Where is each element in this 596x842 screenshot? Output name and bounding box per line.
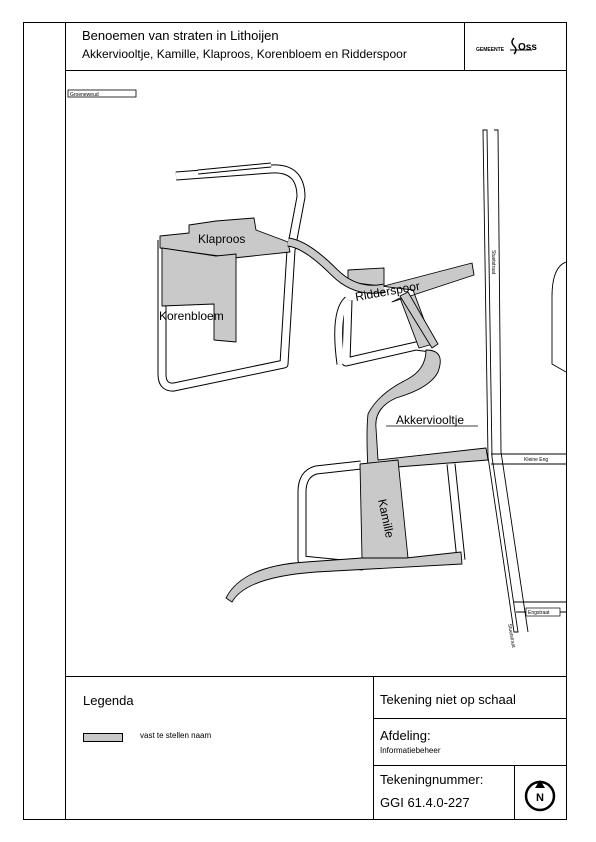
korenbloem-loop-inner: [158, 165, 305, 391]
stuetstraat-top-label: Stuetstraat: [490, 250, 496, 275]
akkerviooltje-street: [366, 349, 489, 471]
klaproos-label: Klaproos: [198, 232, 245, 246]
header-logo-divider: [464, 22, 465, 70]
north-arrow-label: N: [536, 792, 544, 804]
logo-prefix: GEMEENTE: [476, 47, 505, 53]
kamille-loop-inner: [298, 461, 465, 570]
scale-note: Tekening niet op schaal: [380, 692, 516, 707]
logo-swirl-icon: [511, 37, 517, 55]
southwest-street: [225, 551, 463, 603]
street-map: Groeneweud Stuetstraat Kleine Eng Engstr…: [67, 89, 566, 649]
info-divider-2: [373, 765, 566, 766]
groeneweg-box: [67, 89, 137, 98]
north-arrow-icon: N: [524, 780, 556, 812]
afdeling-value: Informatiebeheer: [380, 746, 441, 755]
akkerviooltje-label: Akkerviooltje: [396, 413, 464, 427]
legend-title: Legenda: [83, 693, 134, 708]
north-arrow-tip: [535, 780, 545, 788]
footer-divider: [66, 676, 566, 677]
kleine-eng-label: Kleine Eng: [524, 457, 548, 463]
municipality-logo: GEMEENTE Oss: [476, 37, 537, 55]
named-streets: [159, 217, 489, 603]
stuetstraat-edge: [494, 129, 529, 633]
ridderspoor-connector: [399, 291, 439, 349]
korenbloem-label: Korenbloem: [159, 309, 224, 323]
info-divider-1: [373, 718, 566, 719]
page-subtitle: Akkerviooltje, Kamille, Klaproos, Korenb…: [82, 47, 407, 61]
footer-column-divider: [373, 676, 374, 820]
engstraat-box: [525, 607, 561, 617]
drawing-frame: [23, 22, 567, 820]
engstraat-label: Engstraat: [528, 610, 550, 616]
kleine-eng-road: [491, 453, 566, 465]
legend-item-label: vast te stellen naam: [140, 731, 212, 740]
left-margin-line: [65, 22, 66, 820]
east-road-edge: [551, 261, 566, 373]
afdeling-label: Afdeling:: [380, 728, 431, 743]
drawing-number-label: Tekeningnummer:: [380, 772, 484, 787]
korenbloem-street: [161, 247, 237, 343]
legend-swatch: [83, 733, 123, 742]
stuetstraat-road: [482, 129, 519, 633]
klaproos-ridderspoor-link: [287, 238, 385, 293]
north-arrow-divider: [514, 765, 515, 820]
logo-name: Oss: [518, 42, 537, 53]
drawing-number-value: GGI 61.4.0-227: [380, 795, 470, 810]
page-title: Benoemen van straten in Lithoijen: [82, 28, 279, 43]
header-divider: [66, 70, 566, 71]
stuetstraat-bottom-label: Stuetstraat: [506, 623, 516, 648]
north-road-inner: [197, 163, 272, 174]
groeneweg-label: Groeneweud: [70, 92, 99, 98]
